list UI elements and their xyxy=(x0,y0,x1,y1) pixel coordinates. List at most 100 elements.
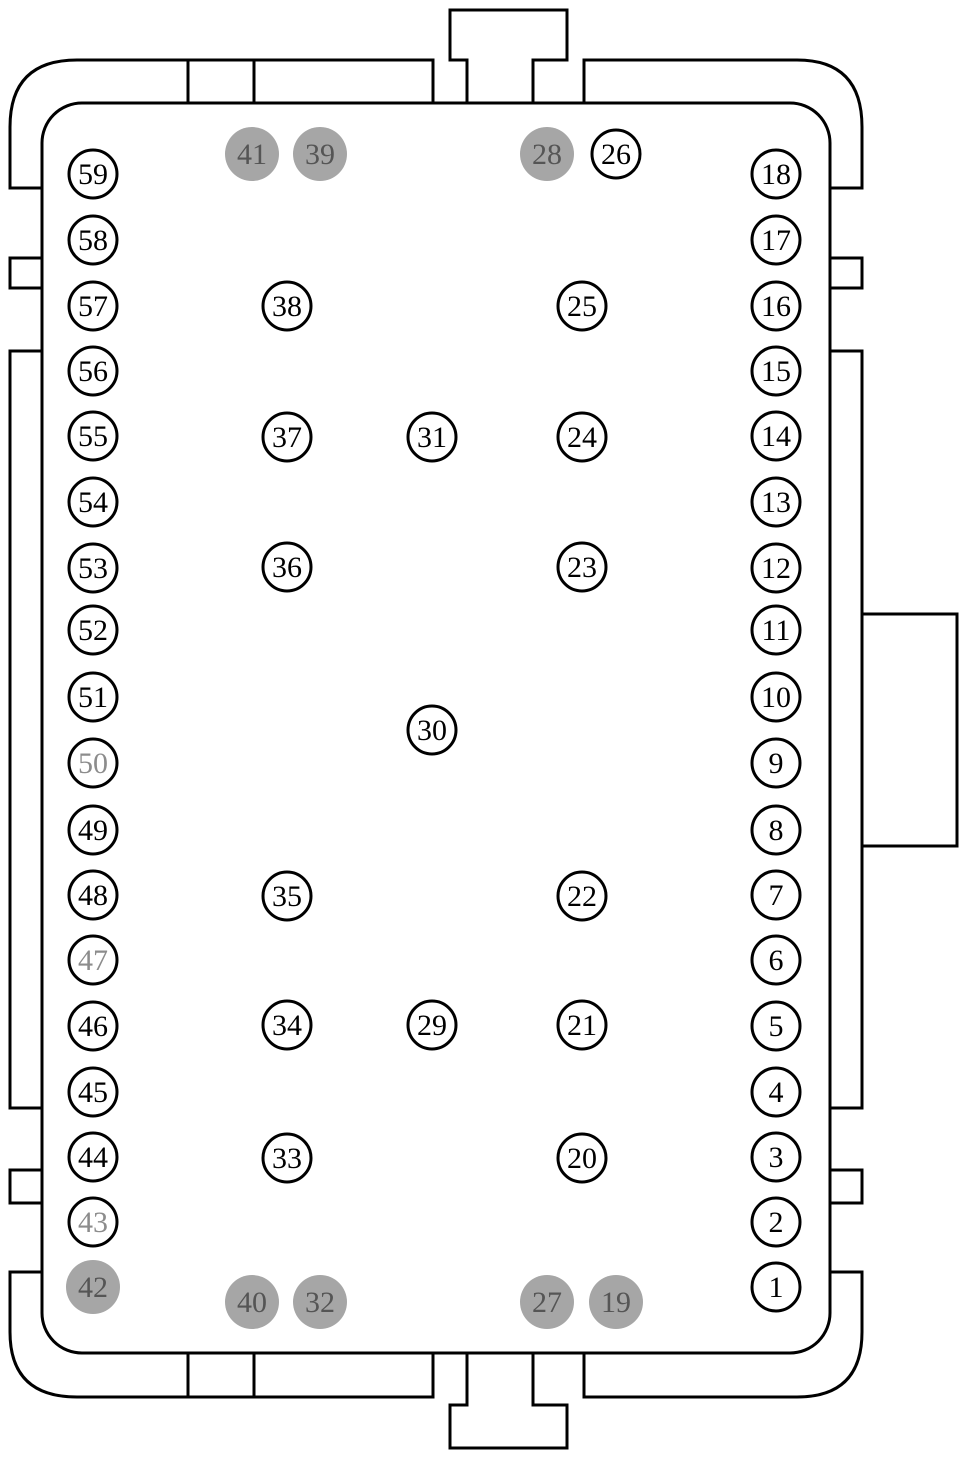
pin-number-label: 59 xyxy=(78,158,108,191)
pin-cavity-circle xyxy=(750,1000,802,1052)
pin-number-label: 44 xyxy=(78,1141,108,1174)
pin-number-label: 13 xyxy=(761,486,791,519)
pin-cavity-circle xyxy=(750,1131,802,1183)
pin-30: 30 xyxy=(406,704,458,756)
pin-31: 31 xyxy=(406,411,458,463)
pin-36: 36 xyxy=(261,541,313,593)
pin-cavity-circle xyxy=(750,410,802,462)
pin-2: 2 xyxy=(750,1196,802,1248)
pin-number-label: 16 xyxy=(761,290,791,323)
pin-number-label: 14 xyxy=(761,420,791,453)
pin-number-label: 37 xyxy=(272,421,302,454)
pin-51: 51 xyxy=(67,671,119,723)
pin-58: 58 xyxy=(67,214,119,266)
pin-49: 49 xyxy=(67,804,119,856)
pin-32: 32 xyxy=(293,1275,347,1329)
pin-cavity-circle xyxy=(293,127,347,181)
pin-7: 7 xyxy=(750,869,802,921)
pin-number-label: 9 xyxy=(769,747,784,780)
right-side-rail xyxy=(830,349,864,1110)
pin-23: 23 xyxy=(556,541,608,593)
pin-cavity-circle xyxy=(520,1275,574,1329)
pin-cavity-circle xyxy=(67,542,119,594)
pin-43: 43 xyxy=(67,1196,119,1248)
pin-cavity-circle xyxy=(750,280,802,332)
pin-cavity-circle xyxy=(750,476,802,528)
pin-48: 48 xyxy=(67,869,119,921)
pin-cavity-circle xyxy=(750,1261,802,1313)
pin-number-label: 12 xyxy=(761,552,791,585)
pin-6: 6 xyxy=(750,934,802,986)
pin-number-label: 22 xyxy=(567,880,597,913)
pin-24: 24 xyxy=(556,411,608,463)
pin-number-label: 41 xyxy=(237,138,267,171)
pin-number-label: 1 xyxy=(769,1271,784,1304)
pin-cavity-circle xyxy=(261,280,313,332)
pin-cavity-circle xyxy=(67,1196,119,1248)
pin-25: 25 xyxy=(556,280,608,332)
pin-number-label: 27 xyxy=(532,1286,562,1319)
pin-17: 17 xyxy=(750,214,802,266)
pin-number-label: 11 xyxy=(762,614,791,647)
pin-number-label: 26 xyxy=(601,138,631,171)
pin-cavity-circle xyxy=(750,1196,802,1248)
outer-shell-top-right xyxy=(582,58,864,190)
pin-number-label: 48 xyxy=(78,879,108,912)
pin-cavity-circle xyxy=(67,604,119,656)
inner-cavity xyxy=(40,101,832,1355)
pin-cavity-circle xyxy=(750,934,802,986)
pin-cavity-circle xyxy=(67,934,119,986)
pin-number-label: 29 xyxy=(417,1009,447,1042)
pin-number-label: 54 xyxy=(78,486,108,519)
pin-number-label: 53 xyxy=(78,552,108,585)
pin-21: 21 xyxy=(556,999,608,1051)
pin-layer: 1234567891011121314151617181920212223242… xyxy=(66,127,802,1329)
pin-20: 20 xyxy=(556,1132,608,1184)
pin-cavity-circle xyxy=(750,804,802,856)
pin-56: 56 xyxy=(67,345,119,397)
pin-37: 37 xyxy=(261,411,313,463)
right-polarization-key xyxy=(862,612,959,848)
pin-cavity-circle xyxy=(556,411,608,463)
bottom-latch-tab xyxy=(448,1353,569,1450)
connector-housing xyxy=(8,8,959,1450)
pin-number-label: 23 xyxy=(567,551,597,584)
pin-57: 57 xyxy=(67,280,119,332)
pin-cavity-circle xyxy=(67,280,119,332)
pin-34: 34 xyxy=(261,999,313,1051)
pin-cavity-circle xyxy=(750,542,802,594)
pin-cavity-circle xyxy=(520,127,574,181)
pin-45: 45 xyxy=(67,1066,119,1118)
pin-cavity-circle xyxy=(590,128,642,180)
pin-12: 12 xyxy=(750,542,802,594)
pin-1: 1 xyxy=(750,1261,802,1313)
pin-cavity-circle xyxy=(261,411,313,463)
pin-number-label: 51 xyxy=(78,681,108,714)
top-latch-tab xyxy=(448,8,569,103)
pin-27: 27 xyxy=(520,1275,574,1329)
pin-15: 15 xyxy=(750,345,802,397)
pin-number-label: 57 xyxy=(78,290,108,323)
pin-4: 4 xyxy=(750,1066,802,1118)
pin-cavity-circle xyxy=(556,541,608,593)
pin-5: 5 xyxy=(750,1000,802,1052)
pin-cavity-circle xyxy=(67,671,119,723)
pin-cavity-circle xyxy=(225,1275,279,1329)
pin-cavity-circle xyxy=(750,148,802,200)
pin-number-label: 21 xyxy=(567,1009,597,1042)
pin-number-label: 15 xyxy=(761,355,791,388)
pin-number-label: 24 xyxy=(567,421,597,454)
pin-number-label: 38 xyxy=(272,290,302,323)
pin-19: 19 xyxy=(589,1275,643,1329)
pin-33: 33 xyxy=(261,1132,313,1184)
pin-cavity-circle xyxy=(556,870,608,922)
pin-10: 10 xyxy=(750,671,802,723)
pin-cavity-circle xyxy=(67,345,119,397)
left-upper-clip xyxy=(8,256,42,290)
pin-cavity-circle xyxy=(750,214,802,266)
pin-29: 29 xyxy=(406,999,458,1051)
pin-cavity-circle xyxy=(406,704,458,756)
pin-number-label: 4 xyxy=(769,1076,784,1109)
